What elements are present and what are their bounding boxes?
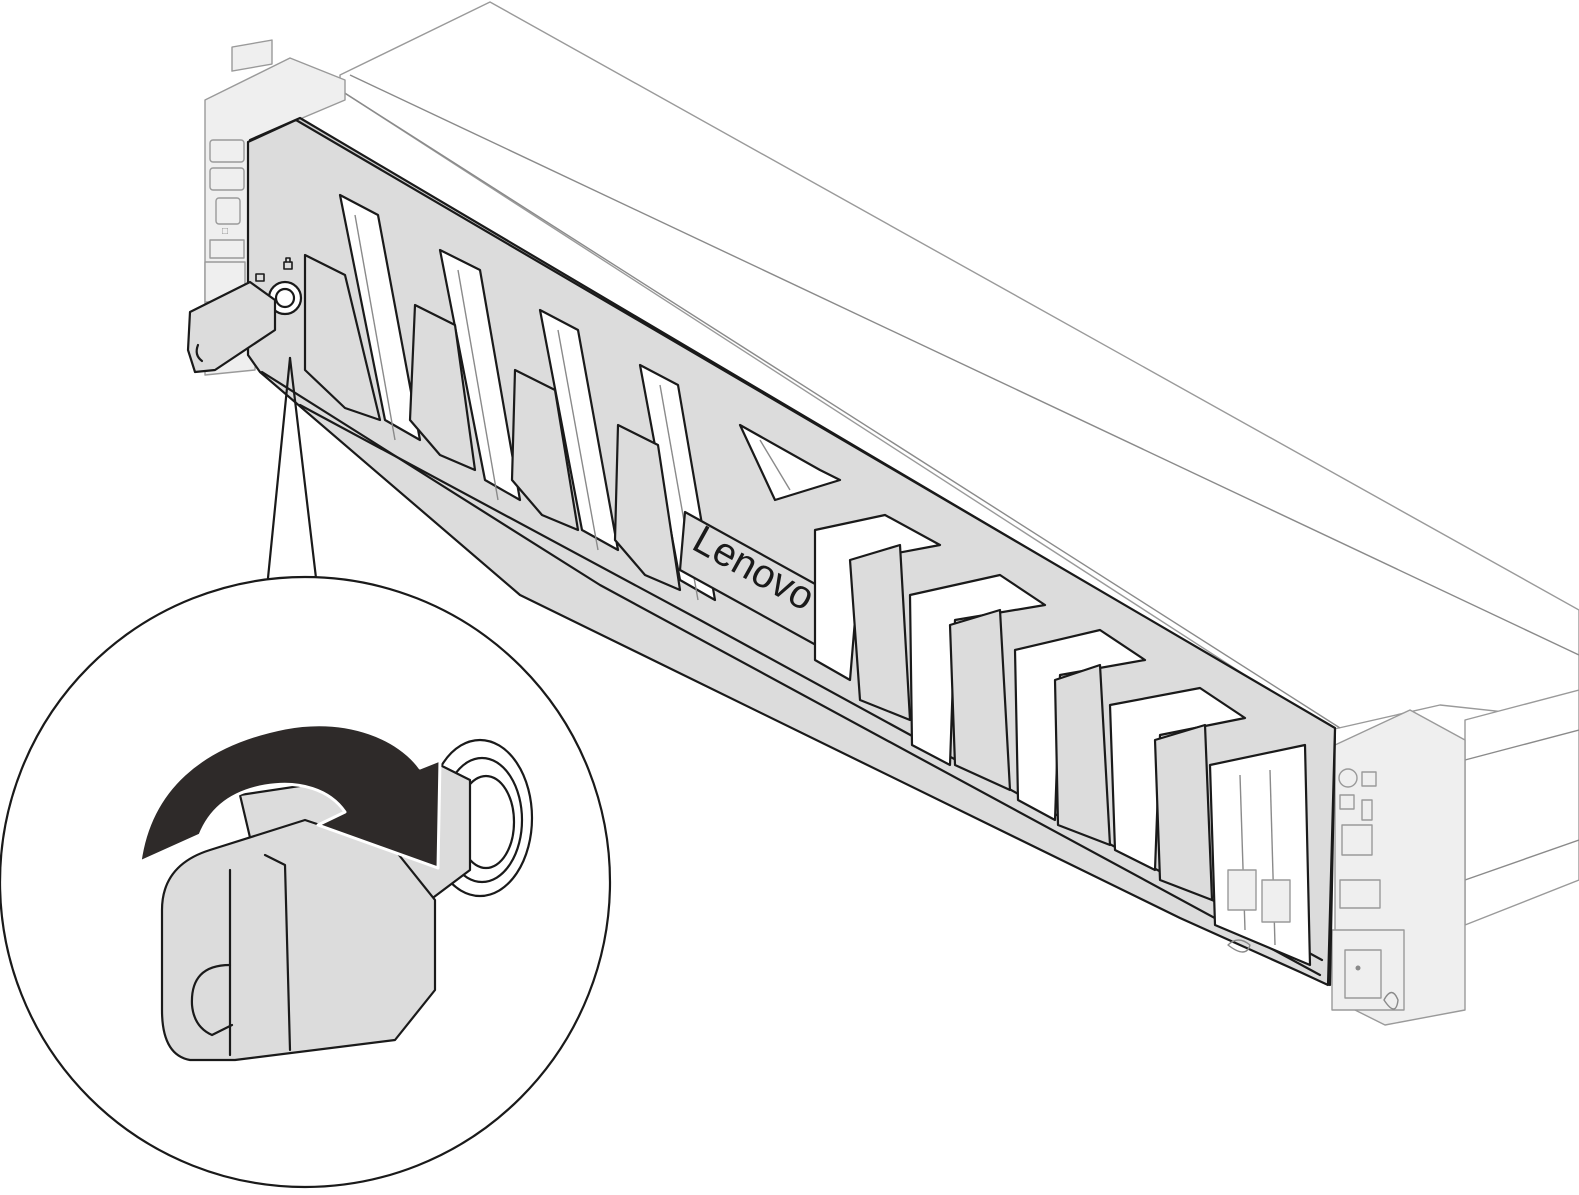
id-button-icon xyxy=(1361,771,1377,787)
callout-leader xyxy=(266,356,318,580)
key-icon xyxy=(160,818,437,1062)
unlock-icon xyxy=(255,273,265,282)
power-button-icon xyxy=(1338,768,1358,788)
rotate-clockwise-arrow-icon xyxy=(138,723,442,870)
server-chassis xyxy=(339,1,1579,926)
right-rack-ear xyxy=(1331,709,1466,1026)
bezel-lock xyxy=(186,257,303,374)
svg-text:□: □ xyxy=(222,226,228,237)
usb-port-icon xyxy=(209,139,245,191)
drive-bays-right xyxy=(813,513,1312,967)
key-icon xyxy=(186,280,277,374)
magnified-callout xyxy=(0,575,612,1189)
display-port-icon: □ xyxy=(215,197,241,237)
lock-icon xyxy=(283,257,293,270)
